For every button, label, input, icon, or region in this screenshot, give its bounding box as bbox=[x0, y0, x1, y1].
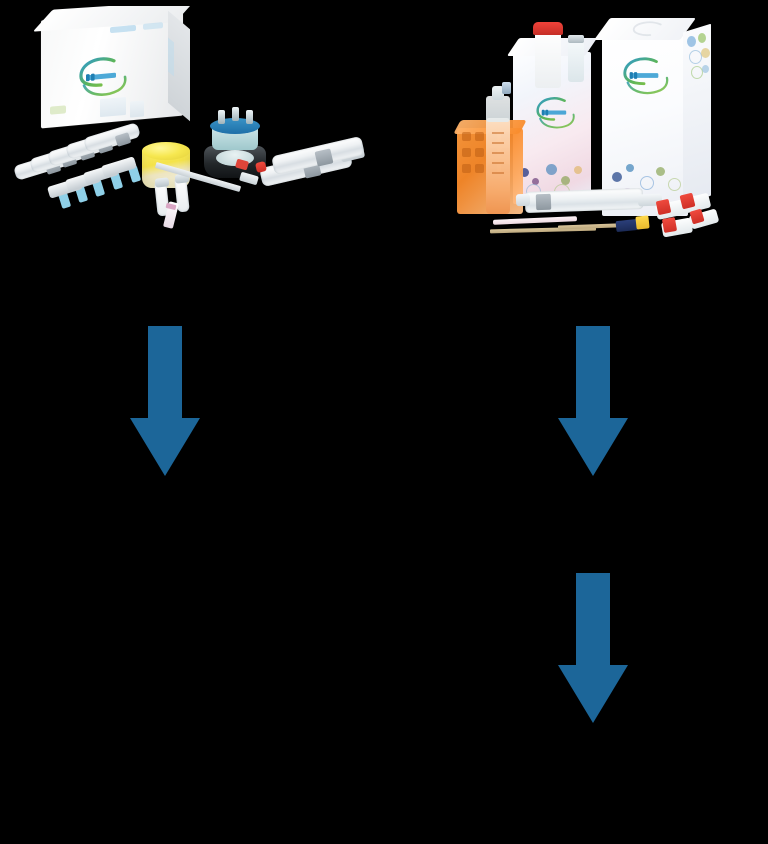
box-label-patch bbox=[100, 96, 126, 118]
box-bubble-decoration bbox=[685, 32, 713, 86]
left-kit-photo bbox=[8, 6, 372, 250]
box-accent-band bbox=[50, 105, 66, 115]
brand-swoosh-logo bbox=[532, 94, 576, 132]
box-label-patch bbox=[130, 100, 144, 118]
brand-swoosh-logo bbox=[618, 54, 670, 98]
filtration-device bbox=[204, 102, 266, 188]
right-kit-photo bbox=[440, 6, 764, 250]
brand-swoosh-logo bbox=[74, 52, 128, 103]
right-flow-arrow-step-1 bbox=[558, 326, 628, 476]
brand-swoosh-logo bbox=[626, 20, 670, 38]
box-accent-band bbox=[168, 37, 174, 77]
right-flow-arrow-step-2 bbox=[558, 573, 628, 723]
left-flow-arrow bbox=[130, 326, 200, 476]
jar-lid bbox=[142, 142, 190, 160]
